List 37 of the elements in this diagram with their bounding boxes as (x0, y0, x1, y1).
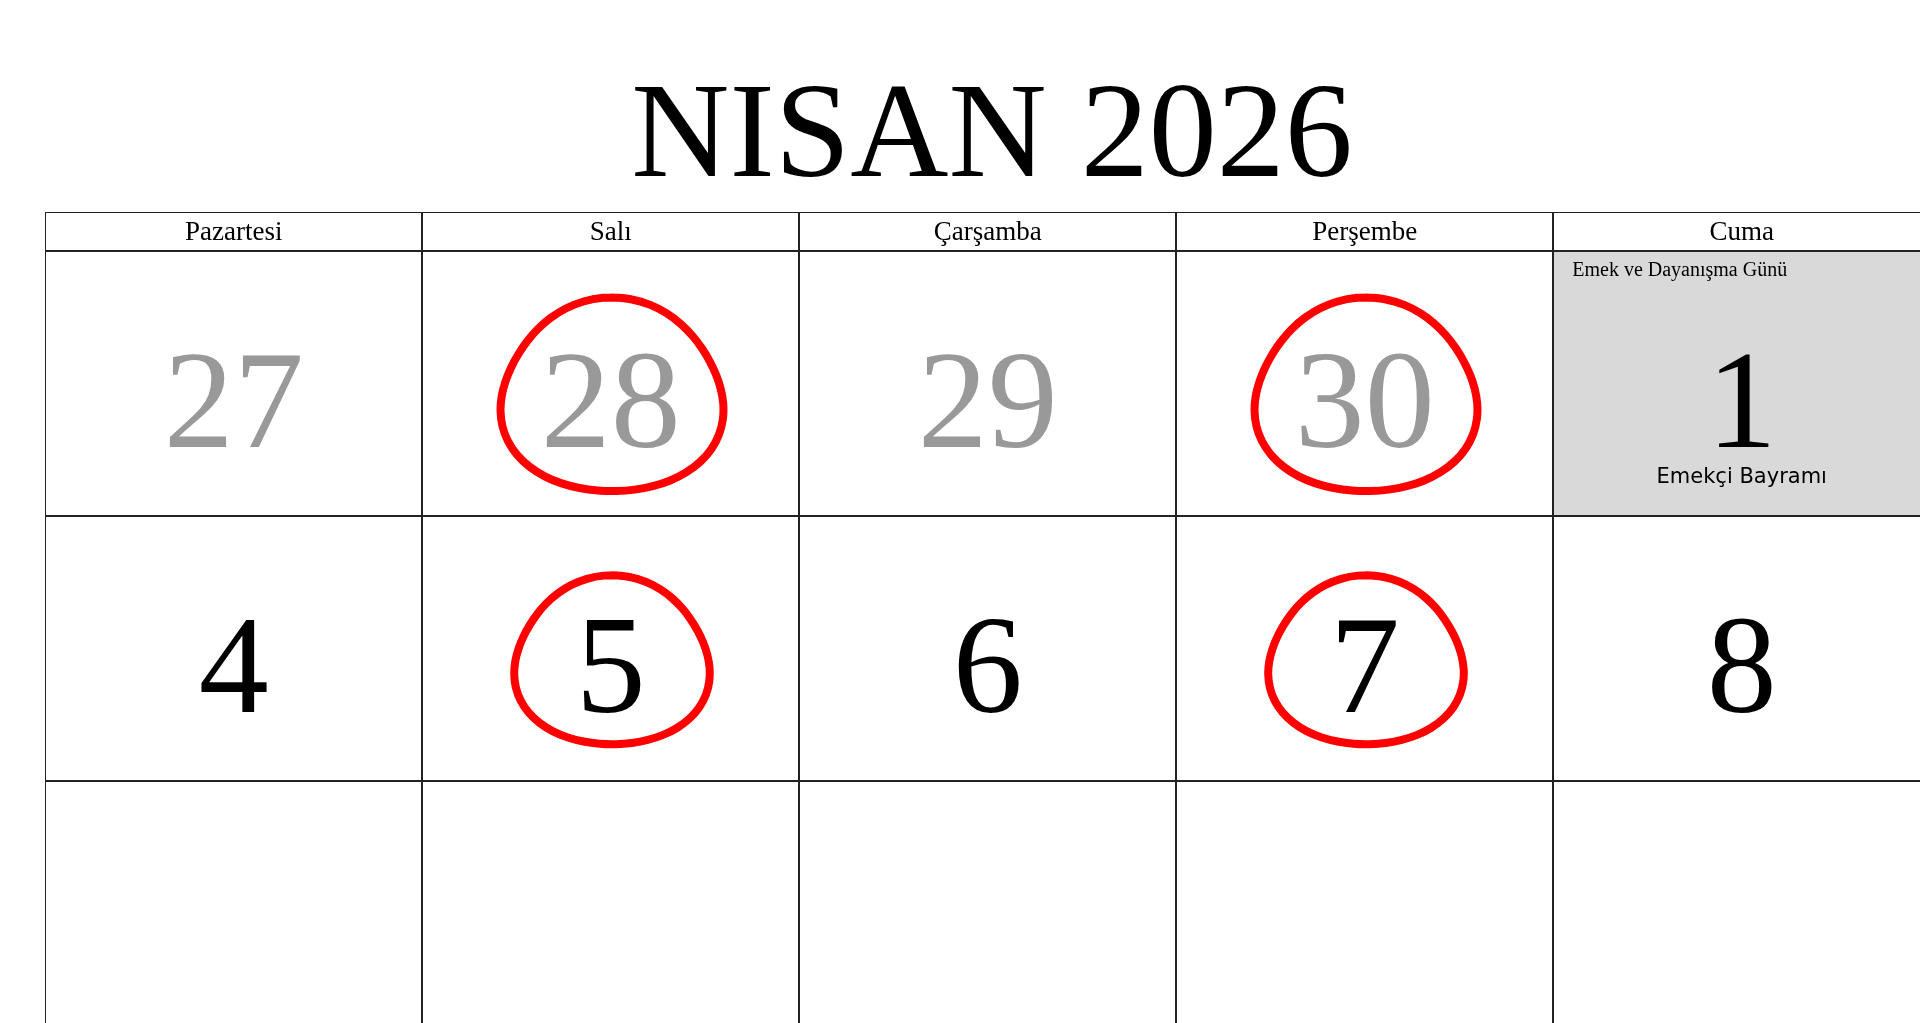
day-cell (799, 251, 1177, 517)
weekday-label: Perşembe (1312, 216, 1418, 247)
day-cell (1553, 251, 1920, 517)
calendar-title: NISAN 2026 (630, 62, 1354, 198)
weekday-header-cell (1176, 212, 1554, 252)
day-number: 5 (575, 595, 646, 736)
day-cell (45, 251, 423, 517)
day-number: 7 (1329, 595, 1400, 736)
day-number: 8 (1706, 595, 1777, 736)
weekday-header-cell (422, 212, 800, 252)
day-number: 29 (917, 330, 1058, 471)
weekday-label: Salı (589, 216, 632, 247)
day-cell (1176, 251, 1554, 517)
day-cell (799, 781, 1177, 1023)
day-cell (422, 516, 800, 782)
day-cell (1176, 516, 1554, 782)
holiday-name: Emekçi Bayramı (1656, 464, 1827, 489)
day-cell (1553, 516, 1920, 782)
observance-label: Emek ve Dayanışma Günü (1572, 258, 1788, 282)
day-cell (422, 251, 800, 517)
day-cell (45, 516, 423, 782)
day-cell (1553, 781, 1920, 1023)
weekday-label: Çarşamba (933, 216, 1042, 247)
weekday-header-cell (1553, 212, 1920, 252)
weekday-label: Pazartesi (185, 216, 283, 247)
day-cell (1176, 781, 1554, 1023)
day-number: 30 (1294, 330, 1435, 471)
day-number: 28 (540, 330, 681, 471)
day-number: 4 (198, 595, 269, 736)
day-number: 27 (163, 330, 304, 471)
day-number: 6 (952, 595, 1023, 736)
weekday-header-cell (45, 212, 423, 252)
day-cell (45, 781, 423, 1023)
day-cell (799, 516, 1177, 782)
weekday-label: Cuma (1709, 216, 1774, 247)
day-cell (422, 781, 800, 1023)
weekday-header-cell (799, 212, 1177, 252)
